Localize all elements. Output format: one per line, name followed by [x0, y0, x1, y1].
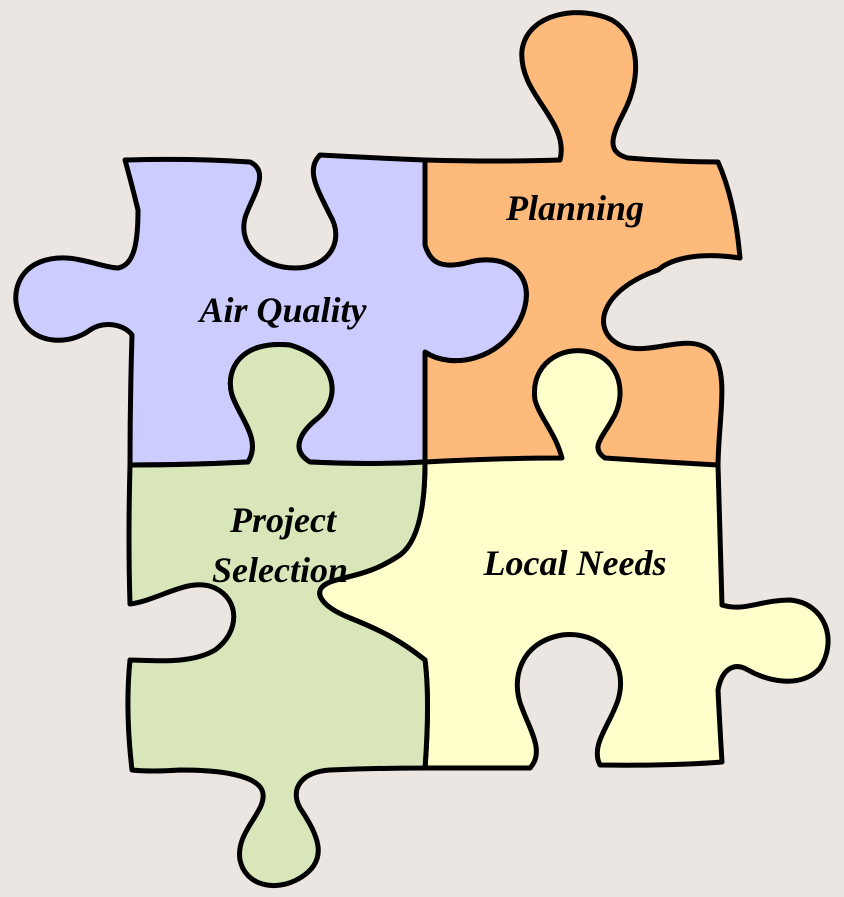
planning-label: Planning — [505, 188, 644, 228]
project-selection-label-line-1: Project — [229, 500, 337, 540]
air-quality-label: Air Quality — [197, 290, 367, 330]
project-selection-piece-shape — [125, 341, 430, 888]
project-selection-piece: Project Selection — [125, 341, 430, 888]
air-quality-piece: Air Quality — [13, 152, 529, 468]
project-selection-label-line-2: Selection — [212, 550, 348, 590]
local-needs-label: Local Needs — [483, 543, 667, 583]
